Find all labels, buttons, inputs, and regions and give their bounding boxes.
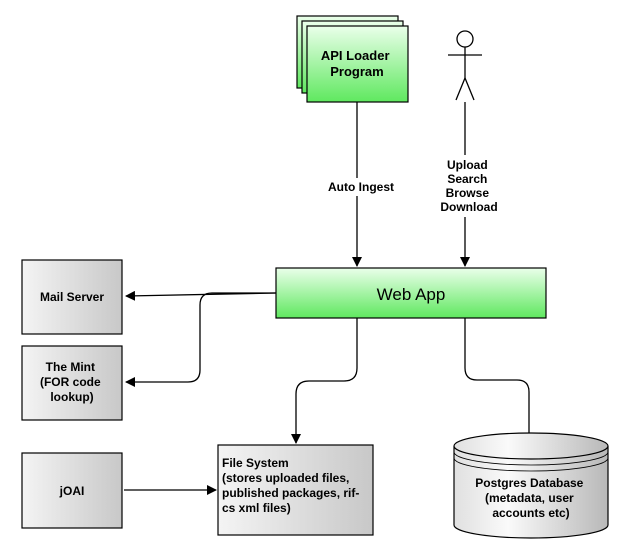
edge-label-browse: Browse — [446, 186, 490, 200]
file-system-label-line2: (stores uploaded files, — [222, 471, 349, 485]
the-mint-label-line2: (FOR code — [40, 375, 101, 389]
mail-server-label: Mail Server — [40, 290, 104, 304]
file-system-label-line1: File System — [222, 456, 289, 470]
the-mint-label-line1: The Mint — [46, 360, 95, 374]
svg-text:The Mint (FOR code: The Mint (FOR code lookup) — [40, 360, 104, 404]
edge-label-auto-ingest: Auto Ingest — [328, 180, 394, 194]
edge-label-user-actions: Upload Search Browse Download — [440, 158, 497, 214]
the-mint-label-line3: lookup) — [50, 390, 93, 404]
node-api-loader: API Loader Program — [296, 15, 409, 103]
svg-text:File System (stores uplo: File System (stores uploaded files, publ… — [222, 456, 363, 515]
edge-label-search: Search — [447, 172, 487, 186]
node-file-system: File System (stores uploaded files, publ… — [217, 444, 374, 536]
postgres-label-line3: accounts etc) — [492, 506, 569, 520]
joai-label: jOAI — [59, 484, 85, 498]
web-app-label: Web App — [377, 285, 446, 304]
postgres-label-line2: (metadata, user — [485, 491, 574, 505]
api-loader-label-line2: Program — [330, 64, 383, 79]
node-web-app: Web App — [275, 267, 547, 319]
postgres-label-line1: Postgres Database — [475, 476, 583, 490]
edge-label-download: Download — [440, 200, 497, 214]
file-system-label-line3: published packages, rif- — [222, 486, 359, 500]
user-actor-icon — [448, 30, 482, 101]
edge-to-the-mint — [125, 292, 276, 387]
node-mail-server: Mail Server — [21, 259, 123, 335]
edge-label-upload: Upload — [447, 158, 488, 172]
svg-text:Postgres Database (metad: Postgres Database (metadata, user accoun… — [475, 476, 586, 520]
file-system-label-line4: cs xml files) — [222, 501, 291, 515]
edge-to-file-system — [291, 318, 358, 444]
api-loader-label-line1: API Loader — [321, 48, 390, 63]
edge-to-postgres — [464, 318, 534, 447]
node-the-mint: The Mint (FOR code lookup) — [21, 345, 123, 421]
node-joai: jOAI — [21, 452, 123, 529]
node-postgres-database: Postgres Database (metadata, user accoun… — [453, 432, 609, 539]
svg-text:API Loader Program: API Loader Program — [321, 48, 393, 79]
